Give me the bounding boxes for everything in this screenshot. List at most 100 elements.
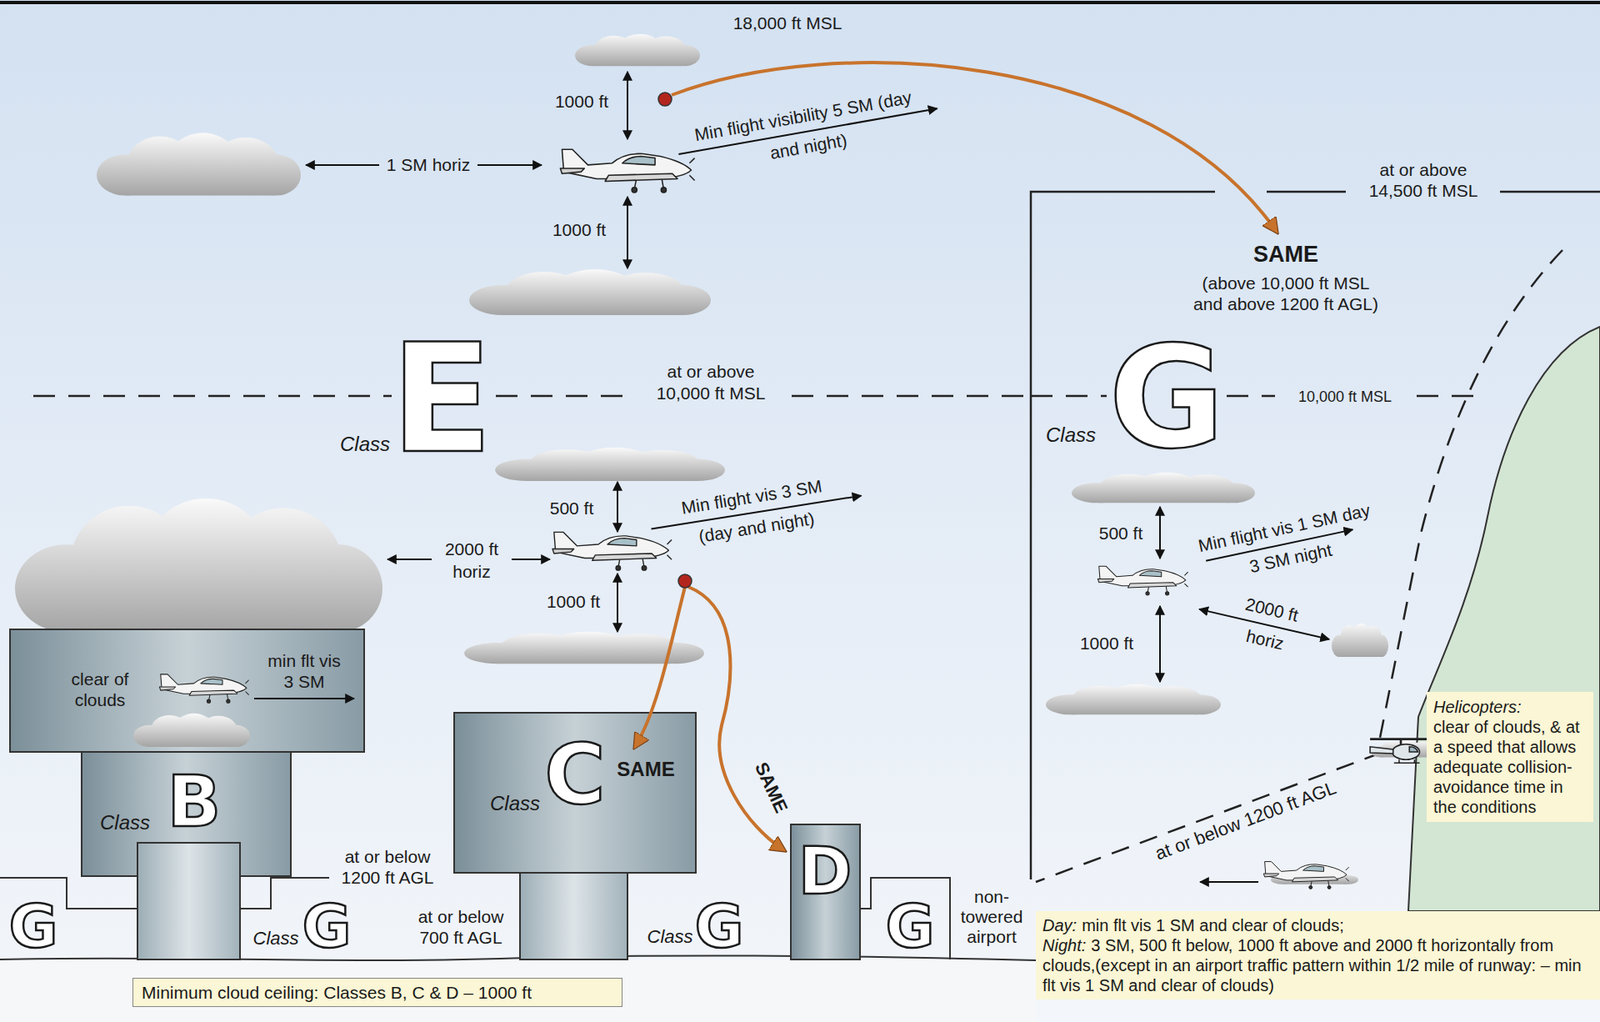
- class-b-shape: [10, 629, 365, 752]
- airspace-note: SAME: [616, 757, 675, 782]
- airspace-class-letter: G: [694, 895, 744, 956]
- cloud: [96, 132, 301, 195]
- same-label: SAME: [1253, 240, 1319, 268]
- airspace-note: min flt vis 3 SM: [265, 650, 343, 692]
- note-line: Day:min flt vis 1 SM and clear of clouds…: [1042, 915, 1594, 935]
- dimension-arrow: [511, 558, 550, 560]
- airspace-class-letter: G: [301, 895, 351, 956]
- dimension-arrow: [626, 196, 629, 269]
- note-text: clear of clouds, & at a speed that allow…: [1433, 716, 1587, 817]
- same-as-arrow: [635, 62, 1277, 850]
- altitude-label: at or below 700 ft AGL: [409, 905, 514, 948]
- class-d-shape: [790, 824, 860, 960]
- class-c-airspace: ClassCSAME: [454, 712, 696, 960]
- airspace-note: clear of clouds: [66, 668, 134, 710]
- note-line: Minimum cloud ceiling: Classes B, C & D …: [141, 981, 614, 1003]
- note-heading: Helicopters:: [1433, 696, 1587, 717]
- ground: [0, 959, 1036, 1022]
- dimension-arrow: [1159, 605, 1161, 682]
- dimension-arrow: [616, 481, 619, 532]
- cloud: [469, 269, 711, 315]
- note-text: min flt vis 1 SM and clear of clouds;: [1081, 915, 1345, 935]
- day-night-note: Day:min flt vis 1 SM and clear of clouds…: [1035, 910, 1600, 1000]
- distance-label: 1000 ft: [546, 590, 600, 612]
- class-b-airspace: clear of clouds min flt vis 3 SM Class B: [10, 629, 365, 960]
- note-heading: Day:: [1042, 915, 1077, 935]
- class-word: Class: [252, 927, 299, 950]
- class-b-shape: [137, 842, 240, 960]
- ground: [0, 955, 1036, 1022]
- airspace-class-letter: G: [1108, 326, 1225, 469]
- cloud: [1331, 623, 1389, 657]
- dimension-arrow: [477, 164, 542, 166]
- cloud: [15, 498, 383, 632]
- altitude-label: at or above 10,000 ft MSL: [642, 360, 780, 405]
- class-d-airspace: D: [790, 824, 860, 960]
- class-word: Class: [646, 925, 693, 948]
- dimension-arrow: [1159, 506, 1161, 559]
- note-text: 3 SM, 500 ft below, 1000 ft above and 20…: [1042, 935, 1582, 995]
- distance-label: 2000 ft horiz: [1225, 586, 1312, 664]
- class-word: Class: [100, 810, 150, 835]
- class-word: Class: [1045, 423, 1096, 448]
- dimension-arrow: [254, 71, 1353, 882]
- class-c-shape: [454, 712, 696, 873]
- visibility-label: Min flight visibility 5 SM (day and nigh…: [690, 81, 923, 181]
- cloud: [495, 447, 725, 481]
- ceiling-note: Minimum cloud ceiling: Classes B, C & D …: [132, 977, 623, 1007]
- cloud: [1045, 684, 1221, 715]
- distance-label: 1000 ft: [552, 219, 606, 240]
- distance-label: 500 ft: [1099, 522, 1144, 544]
- airspace-class-letter: G: [8, 895, 58, 956]
- same-as-arrow: [635, 586, 685, 747]
- airplane: [133, 713, 250, 747]
- altitude-label: (above 10,000 ft MSL and above 1200 ft A…: [1190, 272, 1382, 315]
- same-as-arrow: [671, 62, 1277, 232]
- class-word: Class: [340, 432, 390, 457]
- cloud: [575, 34, 700, 66]
- same-label: SAME: [750, 759, 793, 817]
- dimension-arrow: [254, 697, 355, 700]
- class-word: Class: [490, 791, 540, 816]
- note-text: Minimum cloud ceiling: Classes B, C & D …: [141, 981, 614, 1003]
- altitude-label: at or below 1200 ft AGL: [1152, 776, 1340, 865]
- note-line: clear of clouds, & at a speed that allow…: [1433, 716, 1587, 817]
- airplane: [1097, 565, 1188, 595]
- note-line: Helicopters:: [1433, 696, 1587, 717]
- visibility-label: Min flight vis 3 SM (day and night): [665, 469, 844, 557]
- dimension-arrow: [305, 164, 380, 166]
- dimension-arrow: [616, 573, 619, 632]
- airspace-class-letter: B: [167, 765, 222, 837]
- class-b-shape: [10, 629, 365, 960]
- distance-label: 500 ft: [550, 497, 595, 519]
- note-heading: Night:: [1042, 935, 1086, 955]
- distance-label: 2000 ft horiz: [434, 537, 510, 584]
- altitude-label: at or below 1200 ft AGL: [335, 845, 440, 888]
- airplane: [552, 531, 672, 570]
- visibility-label: Min flight vis 1 SM day 3 SM night: [1189, 494, 1385, 594]
- top-boundary: [0, 0, 1600, 5]
- cloud: [1071, 472, 1255, 504]
- distance-label: 1 SM horiz: [386, 154, 470, 175]
- cloud: [15, 34, 1442, 885]
- terrain: [1408, 326, 1600, 911]
- airplane: [1370, 739, 1432, 764]
- class-c-shape: [520, 872, 628, 960]
- distance-label: 1000 ft: [555, 90, 609, 112]
- dimension-arrow: [626, 71, 629, 140]
- airspace-class-letter: G: [885, 895, 935, 956]
- reference-dot: [678, 574, 692, 588]
- airplane: [159, 674, 249, 703]
- airspace-class-letter: E: [390, 324, 494, 475]
- airspace-class-letter: C: [544, 733, 605, 817]
- airplane: [133, 149, 1432, 889]
- dimension-arrow: [1200, 880, 1259, 883]
- dimension-arrow: [387, 558, 432, 560]
- airplane: [1263, 861, 1349, 890]
- airport-label: non-towered airport: [956, 886, 1028, 947]
- altitude-label: at or above 14,500 ft MSL: [1355, 159, 1493, 201]
- note-line: Night:3 SM, 500 ft below, 1000 ft above …: [1042, 935, 1594, 995]
- airspace-class-letter: D: [798, 838, 853, 904]
